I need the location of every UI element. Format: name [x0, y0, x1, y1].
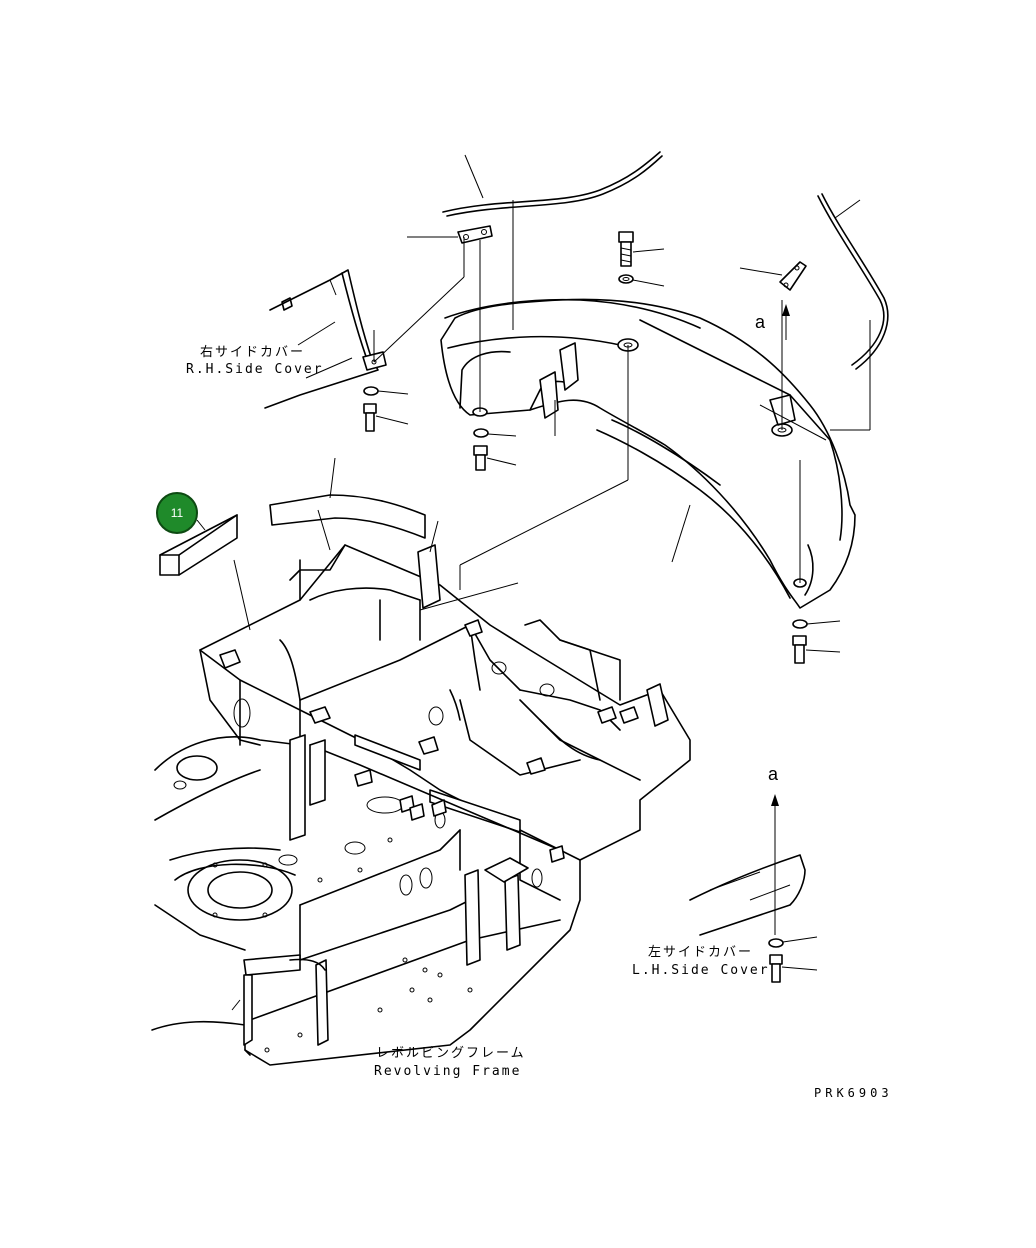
bolt-top-center — [618, 231, 665, 287]
lh-side-cover — [689, 794, 818, 983]
counterweight-cover — [440, 200, 871, 609]
rh-side-cover-label-jp: 右サイドカバー — [200, 345, 306, 360]
revolving-frame — [151, 520, 691, 1066]
right-cable — [817, 193, 889, 370]
revolving-frame-label-en: Revolving Frame — [374, 1064, 522, 1079]
view-arrow-top — [782, 304, 790, 340]
view-marker-top: a — [755, 312, 766, 332]
part-11-block — [159, 514, 251, 631]
rh-side-cover — [264, 237, 465, 432]
bolt-cover-center — [473, 428, 517, 471]
revolving-frame-label-jp: レボルビングフレーム — [376, 1046, 526, 1061]
lh-side-cover-label-jp: 左サイドカバー — [648, 945, 754, 960]
lh-side-cover-label-en: L.H.Side Cover — [632, 963, 770, 978]
drawing-code: PRK6903 — [814, 1086, 893, 1100]
rh-side-cover-label-en: R.H.Side Cover — [186, 362, 324, 377]
callout-badge-number: 11 — [170, 506, 184, 520]
top-cable — [442, 151, 663, 217]
bracket-top-right — [739, 261, 807, 291]
view-marker-bottom: a — [768, 764, 779, 784]
callout-badge-11[interactable]: 11 — [156, 492, 198, 534]
bolt-cover-right — [792, 619, 841, 664]
revolving-frame-leader — [231, 999, 241, 1011]
curved-liner — [269, 457, 426, 551]
bracket-top-center — [407, 225, 493, 244]
